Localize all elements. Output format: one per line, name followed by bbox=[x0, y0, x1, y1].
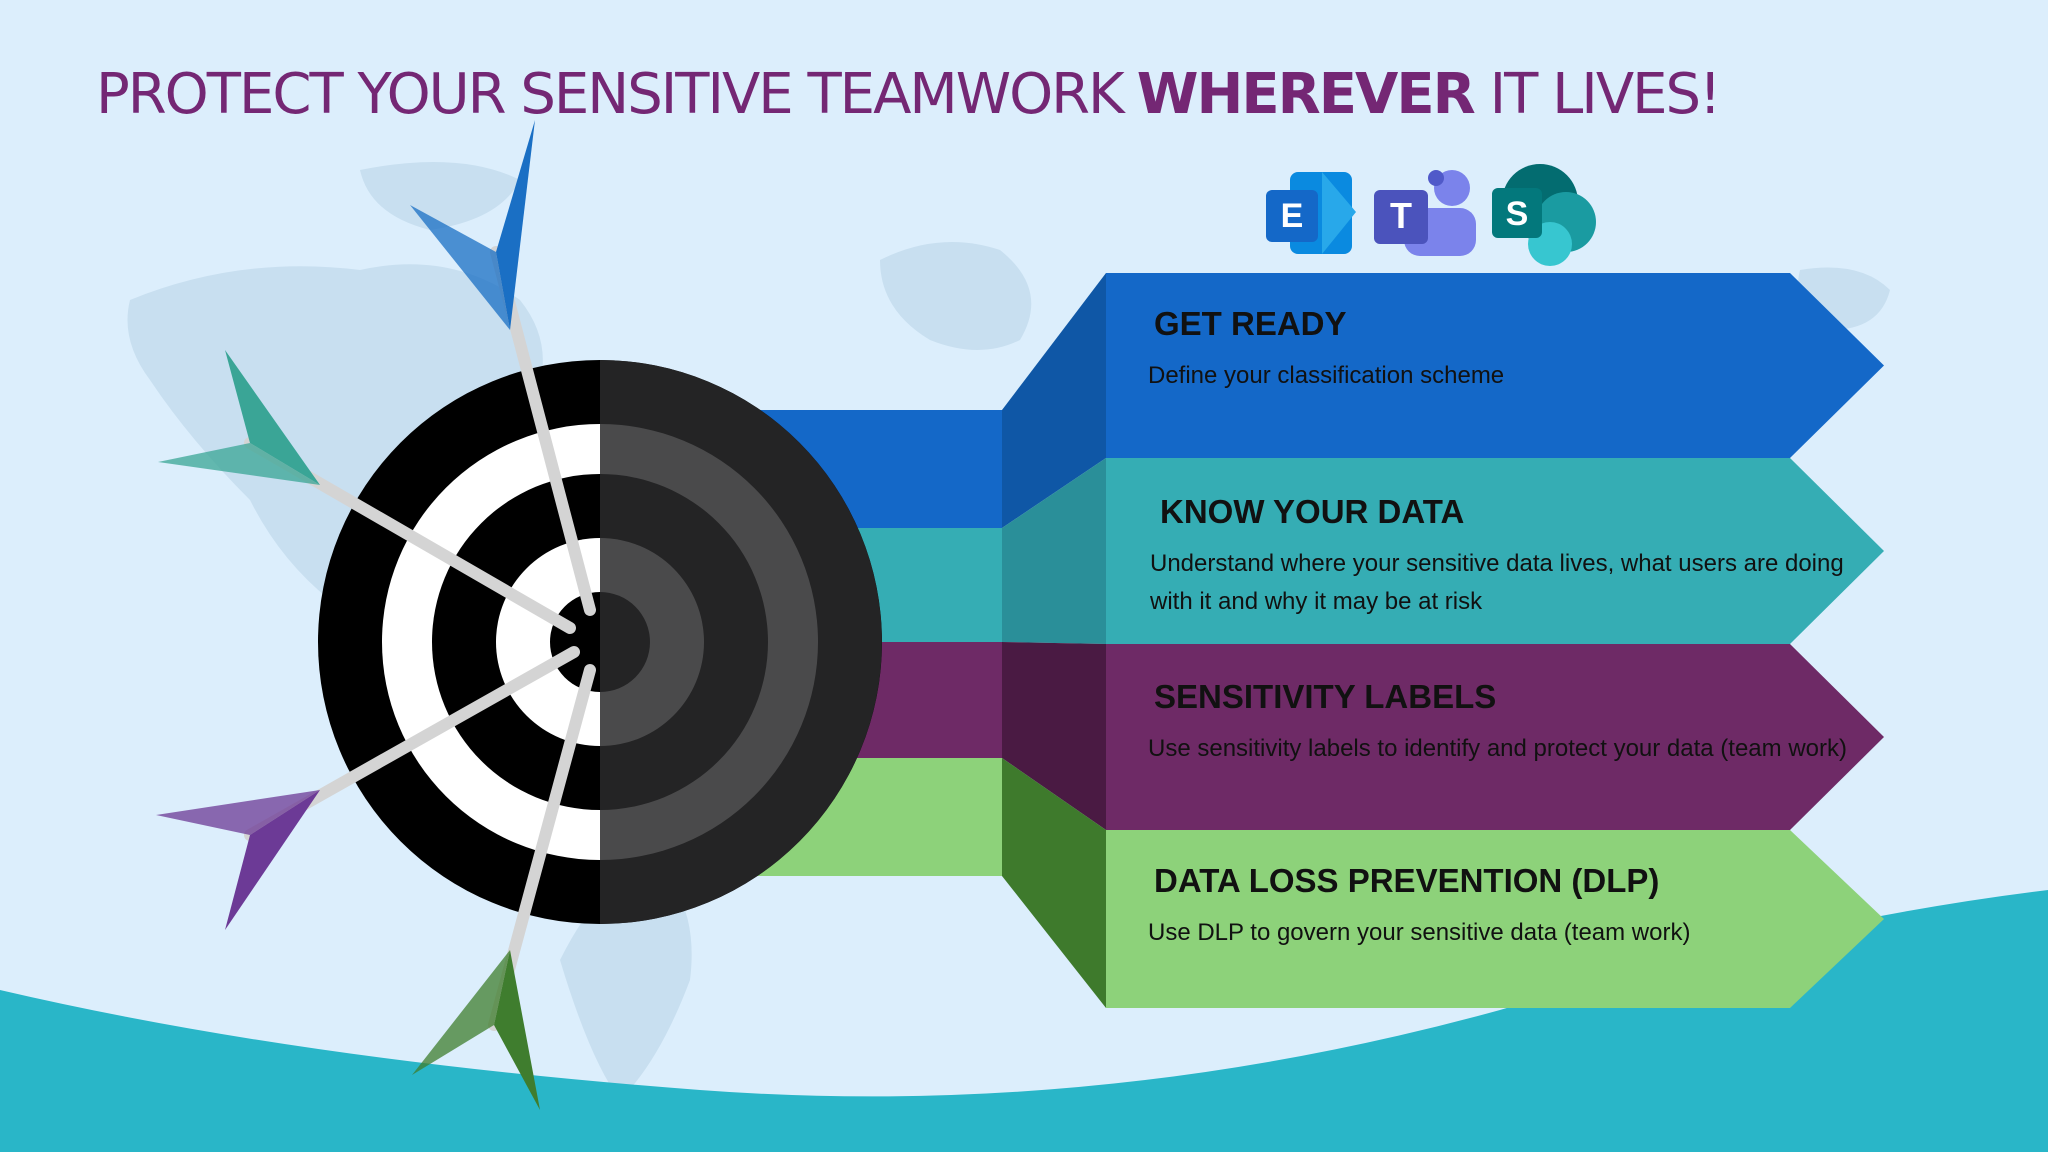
panel-get-ready bbox=[1106, 273, 1884, 458]
step-panels bbox=[1106, 273, 1884, 1008]
panel-know-your-data bbox=[1106, 458, 1884, 644]
bullseye-target bbox=[318, 360, 882, 924]
arrow-fletching bbox=[410, 205, 510, 330]
svg-text:S: S bbox=[1506, 195, 1529, 233]
arrow-fletching bbox=[496, 120, 535, 330]
arrow-fletching bbox=[225, 350, 320, 485]
step-desc-sensitivity-labels: Use sensitivity labels to identify and p… bbox=[1148, 735, 1847, 762]
svg-text:T: T bbox=[1390, 195, 1412, 236]
title-part-1: PROTECT YOUR SENSITIVE TEAMWORK bbox=[96, 62, 1125, 127]
arrow-purple bbox=[156, 646, 580, 930]
arrow-fletching bbox=[225, 790, 320, 930]
step-desc-know-your-data: Understand where your sensitive data liv… bbox=[1150, 550, 1844, 615]
arrow-fletching bbox=[158, 443, 320, 485]
step-title-sensitivity-labels: SENSITIVITY LABELS bbox=[1154, 678, 1497, 715]
arrow-green bbox=[412, 664, 596, 1110]
step-title-get-ready: GET READY bbox=[1154, 305, 1347, 342]
arrow-fletching bbox=[494, 950, 540, 1110]
arrows-group bbox=[156, 120, 596, 1110]
step-desc-get-ready: Define your classification scheme bbox=[1148, 362, 1505, 389]
arrow-teal bbox=[158, 350, 576, 634]
teams-icon: T bbox=[1374, 170, 1476, 256]
title-emphasis: WHEREVER bbox=[1136, 62, 1476, 127]
panel-folds bbox=[1002, 273, 1106, 1008]
panel-sensitivity-labels bbox=[1106, 644, 1884, 830]
arrow-blue bbox=[410, 120, 596, 616]
title-part-2: IT LIVES! bbox=[1489, 62, 1722, 127]
world-map-background bbox=[127, 162, 1890, 1100]
arrow-fletching bbox=[412, 950, 510, 1075]
app-icons: E T S bbox=[1266, 164, 1596, 266]
bottom-wave bbox=[0, 890, 2048, 1152]
step-desc-dlp: Use DLP to govern your sensitive data (t… bbox=[1148, 919, 1691, 946]
exchange-icon: E bbox=[1266, 172, 1356, 254]
sharepoint-icon: S bbox=[1492, 164, 1596, 266]
svg-text:E: E bbox=[1281, 197, 1304, 235]
arrow-fletching bbox=[156, 790, 320, 835]
panel-dlp bbox=[1106, 830, 1884, 1008]
step-title-know-your-data: KNOW YOUR DATA bbox=[1160, 493, 1465, 530]
step-title-dlp: DATA LOSS PREVENTION (DLP) bbox=[1154, 862, 1660, 899]
